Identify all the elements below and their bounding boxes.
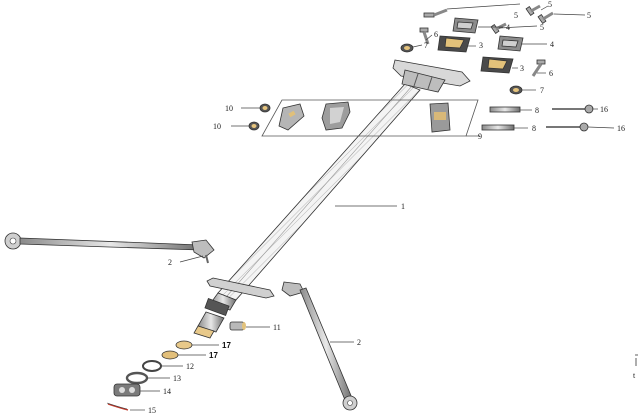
- callout-15: 15: [148, 406, 156, 413]
- bolt-6a: [419, 27, 430, 45]
- nut-10a: [259, 103, 271, 113]
- callout-16b: 16: [617, 124, 625, 133]
- bracket-right: [429, 102, 451, 133]
- callout-2-right: 2: [357, 338, 361, 347]
- long-bolt-16b: [546, 122, 589, 132]
- callout-3a: 3: [479, 41, 483, 50]
- callout-8a: 8: [535, 106, 539, 115]
- clamp-14: [113, 383, 141, 397]
- lower-mount-flange: [206, 277, 275, 299]
- nut-7a: [400, 43, 414, 53]
- callout-10a: 10: [225, 104, 233, 113]
- bolt-5c: [537, 11, 554, 24]
- plug-11: [229, 321, 246, 331]
- callout-14: 14: [163, 387, 171, 396]
- bolt-5d: [490, 22, 507, 34]
- pin-8a: [489, 106, 521, 113]
- bushing-3b: [480, 56, 514, 74]
- right-edge-fragment: t: [633, 354, 638, 380]
- bracket-kit-panel: [261, 99, 479, 137]
- callout-10b: 10: [213, 122, 221, 131]
- callout-8b: 8: [532, 124, 536, 133]
- callout-17a: 17: [222, 341, 231, 350]
- bolt-5b: [525, 4, 541, 16]
- ring-13: [125, 371, 149, 385]
- callout-1: 1: [401, 202, 405, 211]
- callout-5c: 5: [587, 11, 591, 20]
- callout-13: 13: [173, 374, 181, 383]
- callout-4b: 4: [550, 40, 554, 49]
- leader-lines: [130, 3, 615, 411]
- wire-15: [106, 402, 129, 411]
- link-rod-left: [4, 232, 215, 264]
- callout-4a: 4: [506, 23, 510, 32]
- bracket-left: [278, 103, 305, 131]
- clamp-cap-4a: [452, 17, 479, 34]
- stabilizer-bar-main-tube: [217, 83, 421, 301]
- callout-2-left: 2: [168, 258, 172, 267]
- edge-fragment-text: t: [633, 371, 636, 380]
- nut-10b: [248, 121, 260, 131]
- pin-8b: [481, 124, 515, 131]
- long-bolt-16a: [552, 104, 594, 114]
- callout-16a: 16: [600, 105, 608, 114]
- washer-17b: [161, 350, 179, 360]
- nut-7b: [509, 85, 523, 95]
- top-mount-flange: [392, 59, 471, 93]
- callout-labels: 1 2 2 3 3 4 4 5 5 5 5 6 6 7 7 8 8 9 10 1…: [148, 0, 625, 413]
- bolt-6b: [531, 59, 546, 77]
- callout-7b: 7: [540, 86, 544, 95]
- callout-7a: 7: [424, 41, 428, 50]
- bushing-3a: [437, 35, 471, 53]
- callout-9: 9: [478, 132, 482, 141]
- callout-5b: 5: [514, 11, 518, 20]
- lower-shaft: [193, 292, 237, 339]
- callout-6b: 6: [549, 69, 553, 78]
- callout-3b: 3: [520, 64, 524, 73]
- bracket-center: [321, 101, 351, 131]
- washer-17a: [175, 340, 193, 350]
- callout-5a: 5: [548, 0, 552, 9]
- clamp-cap-4b: [497, 35, 524, 52]
- link-rod-right: [281, 281, 358, 411]
- callout-6a: 6: [434, 30, 438, 39]
- callout-17b: 17: [209, 351, 218, 360]
- callout-5d: 5: [540, 23, 544, 32]
- bolt-5a: [423, 8, 448, 18]
- callout-11: 11: [273, 323, 281, 332]
- callout-12: 12: [186, 362, 194, 371]
- ring-12: [142, 360, 162, 372]
